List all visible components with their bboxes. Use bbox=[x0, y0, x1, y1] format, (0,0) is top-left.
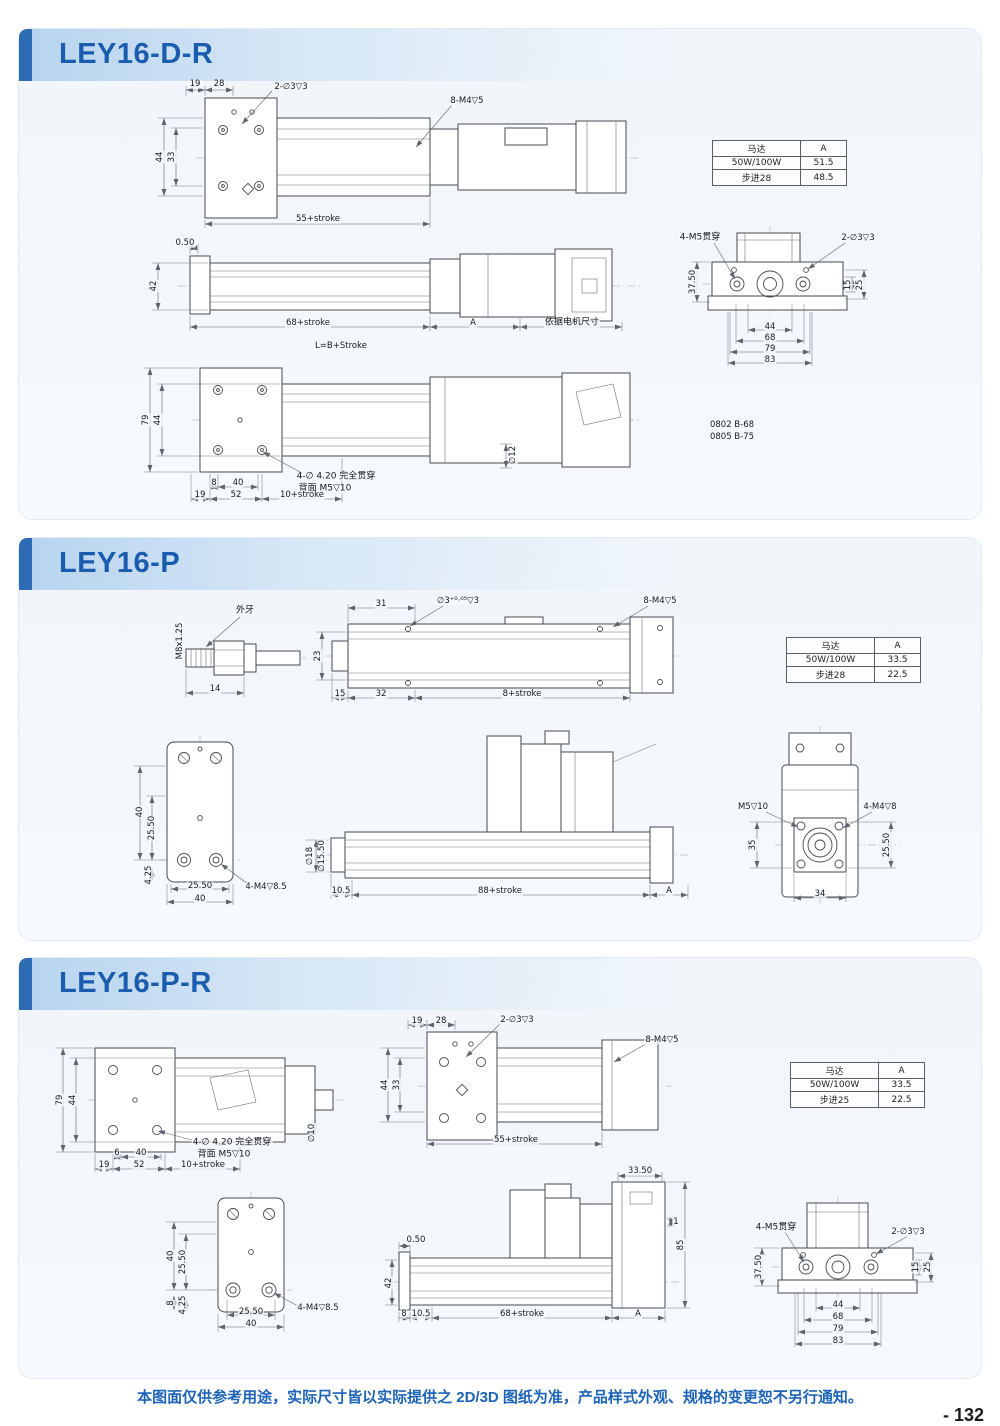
motor-table-cell: 33.5 bbox=[874, 653, 921, 667]
motor-table-header: 马达 bbox=[786, 637, 875, 654]
motor-table-cell: 51.5 bbox=[800, 156, 847, 170]
motor-table-cell: 22.5 bbox=[874, 666, 921, 683]
section-title: LEY16-D-R bbox=[59, 38, 214, 70]
section-title-bar: LEY16-P-R bbox=[19, 958, 981, 1010]
motor-table-cell: 步进28 bbox=[712, 169, 801, 186]
section-title: LEY16-P-R bbox=[59, 967, 212, 999]
motor-table-header: A bbox=[800, 140, 847, 157]
ley16dr-side-view bbox=[152, 244, 640, 331]
ley16pr-end-view-right bbox=[754, 1196, 934, 1347]
motor-table-header: A bbox=[874, 637, 921, 654]
ley16dr-bottom-view bbox=[144, 367, 640, 502]
section-title-bar: LEY16-D-R bbox=[19, 29, 981, 81]
ley16p-side-view bbox=[306, 730, 690, 899]
motor-table-cell: 50W/100W bbox=[786, 653, 875, 667]
motor-table-cell: 步进25 bbox=[790, 1091, 879, 1108]
motor-table-cell: 步进28 bbox=[786, 666, 875, 683]
footer-disclaimer: 本图面仅供参考用途，实际尺寸皆以实际提供之 2D/3D 图纸为准，产品样式外观、… bbox=[137, 1389, 863, 1406]
title-accent-bar bbox=[19, 538, 32, 590]
title-accent-bar bbox=[19, 958, 32, 1010]
motor-table-cell: 48.5 bbox=[800, 169, 847, 186]
ley16p-end-view-right bbox=[750, 726, 900, 905]
ley16p-rod-end-view bbox=[178, 616, 306, 697]
title-accent-bar bbox=[19, 29, 32, 81]
motor-table-cell: 33.5 bbox=[878, 1078, 925, 1092]
ley16pr-bottom-view bbox=[55, 1047, 345, 1172]
motor-table-cell: 50W/100W bbox=[790, 1078, 879, 1092]
ley16pr-top-view bbox=[380, 1020, 672, 1148]
ley16p-top-view bbox=[316, 604, 680, 702]
motor-table-header: A bbox=[878, 1062, 925, 1079]
motor-table-cell: 50W/100W bbox=[712, 156, 801, 170]
section-title-bar: LEY16-P bbox=[19, 538, 981, 590]
ley16pr-side-view bbox=[385, 1172, 690, 1322]
ley16dr-end-view bbox=[692, 226, 868, 366]
motor-table-cell: 22.5 bbox=[878, 1091, 925, 1108]
ley16pr-end-view-left bbox=[166, 1192, 299, 1332]
ley16p-end-view-left bbox=[134, 736, 249, 905]
ley16dr-top-view bbox=[158, 86, 640, 228]
motor-table-header: 马达 bbox=[790, 1062, 879, 1079]
page-number: - 132 bbox=[942, 1405, 984, 1425]
motor-table-header: 马达 bbox=[712, 140, 801, 157]
section-title: LEY16-P bbox=[59, 547, 181, 579]
